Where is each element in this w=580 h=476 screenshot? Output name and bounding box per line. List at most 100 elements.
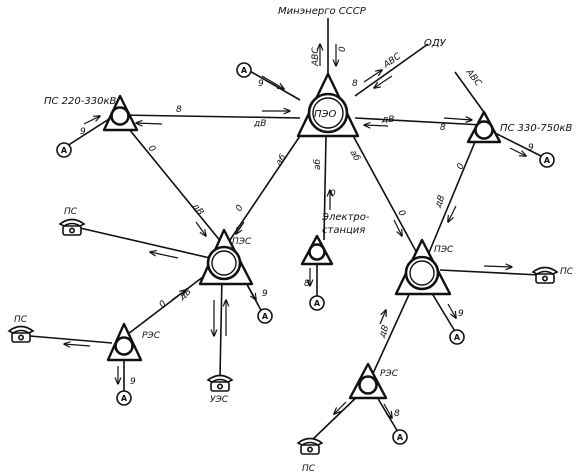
subscriber-a-4-label: A: [262, 312, 269, 321]
subscriber-a-4: A: [257, 308, 273, 324]
telephone-dial-e: [306, 446, 314, 453]
label-pes-left: ПЭС: [232, 237, 252, 247]
channel-abc-mid: АВС: [381, 51, 403, 71]
node-elek-ring: [308, 243, 326, 261]
label-minenergo: Минэнерго СССР: [278, 6, 367, 17]
telephone-icon: [206, 374, 234, 392]
channel-labels: АВС 0 АВС 8 АВС 9 8 дВ дВ 8 9 9 0 дВ 0 а…: [80, 46, 534, 419]
subscriber-a-2-label: A: [61, 146, 68, 155]
telephone-icon: [7, 325, 35, 343]
channel-o-ps-right-diag: 0: [456, 162, 468, 171]
subscriber-a-6: A: [449, 329, 465, 345]
channel-nine-pes-right: 9: [458, 309, 464, 319]
node-res-right: [348, 362, 388, 400]
channel-o-pes-right: 0: [395, 209, 407, 219]
channel-nine-ps-right: 9: [528, 143, 534, 153]
line-ps-left-pes-left: [119, 117, 223, 244]
label-phone-ps-d: ПС: [302, 464, 316, 474]
direction-arrows: [64, 44, 526, 418]
subscriber-circle-icon: [257, 308, 273, 324]
channel-b-elek: 8: [304, 279, 310, 289]
label-phone-ps-a: ПС: [64, 207, 78, 217]
telephone-handset-d: [531, 266, 559, 275]
label-phone-ps-c: ПС: [560, 267, 574, 277]
channel-dv-pes-left-res: дВ: [177, 287, 194, 303]
subscriber-a-8: A: [392, 429, 408, 445]
arrow-psl-a: [83, 116, 100, 125]
subscriber-circle-icon: [56, 142, 72, 158]
channel-o-top: 0: [338, 46, 348, 52]
telephone-icon: [296, 437, 324, 455]
subscriber-a-2: A: [56, 142, 72, 158]
arrow-a-ped: [261, 75, 284, 89]
line-phone-pes-left: [79, 227, 211, 259]
node-ps-left-ring: [110, 106, 130, 126]
telephone-handset-c: [206, 374, 234, 383]
channel-dv-res-right: дВ: [377, 324, 391, 340]
line-ped-pes-left: [227, 129, 305, 244]
arrow-odu-in: [374, 75, 393, 88]
arrow-resr-phone: [334, 401, 347, 414]
subscriber-a-3-label: A: [544, 156, 551, 165]
subscriber-circle-icon: [539, 152, 555, 168]
channel-o-pes-left-res: 0: [158, 299, 169, 311]
arrow-phone-pes: [150, 252, 179, 259]
channel-nine-pes-left: 9: [262, 289, 268, 299]
subscriber-a-7-label: A: [121, 394, 128, 403]
channel-ab-ped-right: аб: [347, 149, 361, 164]
subscriber-a-3: A: [539, 152, 555, 168]
arrow-odu-out: [363, 70, 382, 83]
channel-abc-right: АВС: [463, 67, 483, 89]
arrow-pes-diag: [195, 221, 206, 236]
label-odu: ОДУ: [424, 38, 447, 49]
arrow-psr-pesr: [448, 205, 457, 222]
arrow-pes-ped: [236, 221, 245, 234]
arrow-psr-ped-out: [443, 118, 472, 120]
channel-nine-res-left: 9: [130, 377, 136, 387]
node-pes-right-inner-ring: [409, 260, 435, 286]
subscriber-a-5-label: A: [314, 299, 321, 308]
line-ps-left-ped: [119, 114, 301, 119]
label-ps-left: ПС 220-330кВ: [44, 96, 117, 107]
subscriber-a-5: A: [309, 295, 325, 311]
line-res-right-phone: [311, 391, 363, 441]
label-phone-ps-b: ПС: [14, 315, 28, 325]
channel-nine-a: 9: [258, 79, 264, 89]
node-elektrostantsiya: [300, 234, 334, 266]
arrow-psl-ped-out: [136, 123, 163, 124]
label-ped: ПЭО: [314, 109, 337, 120]
arrow-pesr-diag: [393, 219, 402, 236]
arrow-psr-ped-in: [364, 125, 389, 126]
arrow-resr-up: [379, 310, 386, 325]
telephone-dial-a: [68, 227, 76, 234]
channel-b-ps-left: 8: [176, 105, 182, 115]
channel-ab-ped-center: аб: [313, 158, 323, 170]
subscriber-a-7: A: [116, 390, 132, 406]
line-pes-left-res-left: [127, 269, 213, 335]
node-ped: [296, 72, 360, 138]
telephone-dial-c: [216, 383, 224, 390]
line-ps-right-pes-right: [427, 124, 483, 256]
node-pes-right: [394, 238, 452, 296]
channel-b-top: 8: [352, 79, 358, 89]
node-pes-left: [198, 228, 254, 286]
subscriber-circle-icon: [236, 62, 252, 78]
line-res-left-phone: [29, 335, 113, 344]
telephone-icon: [58, 218, 86, 236]
label-pes-right: ПЭС: [434, 245, 454, 255]
node-ped-inner-ring: [312, 97, 344, 129]
channel-o-ps-left: 0: [146, 144, 158, 155]
channel-nine-ps-left: 9: [80, 127, 86, 137]
node-ps-left: [102, 94, 139, 132]
label-res-left: РЭС: [142, 331, 161, 341]
line-abc-ps-right: [454, 71, 487, 116]
telephone-handset-b: [7, 325, 35, 334]
telephone-icon: [531, 266, 559, 284]
telephone-dial-b: [17, 334, 25, 341]
arrow-resr-a: [383, 403, 392, 418]
node-res-right-ring: [358, 375, 378, 395]
connection-lines: [29, 18, 546, 441]
subscriber-circle-icon: [116, 390, 132, 406]
subscriber-circle-icon: [392, 429, 408, 445]
telephone-dial-d: [541, 275, 549, 282]
